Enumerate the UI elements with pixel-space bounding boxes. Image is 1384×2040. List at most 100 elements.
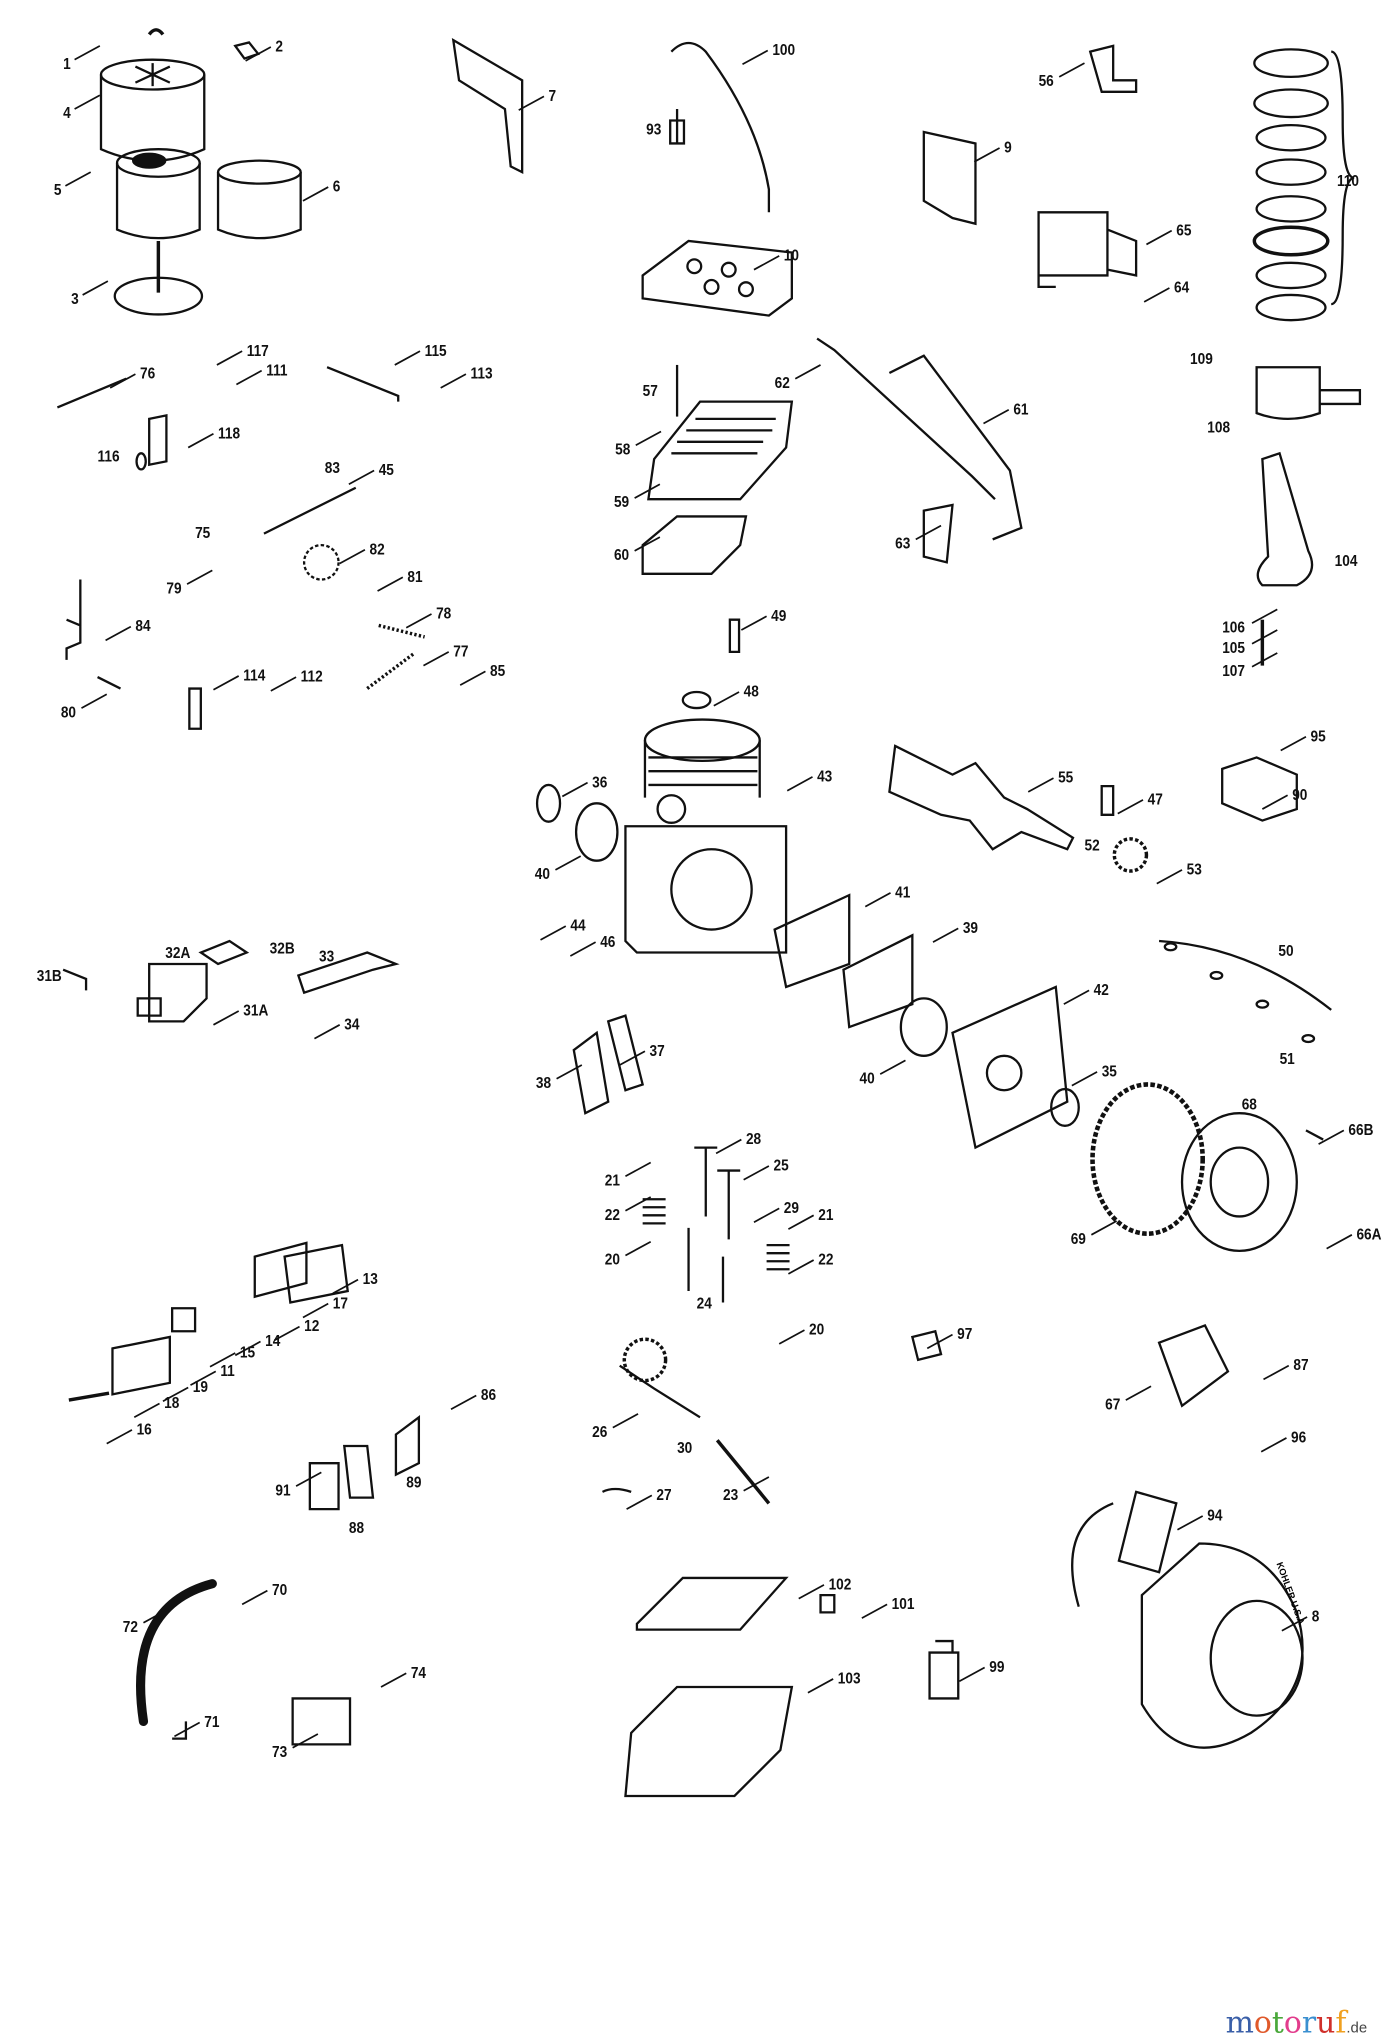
callout-101: 101	[891, 1594, 915, 1613]
governor-rod	[56, 377, 127, 409]
leader-line	[1027, 777, 1054, 793]
leader-line	[1318, 1129, 1345, 1145]
valve-intake	[717, 1169, 741, 1240]
leader-line	[1090, 1220, 1118, 1236]
callout-14: 14	[265, 1331, 281, 1350]
governor-shaft	[263, 486, 357, 535]
fitting-31b	[62, 968, 88, 991]
spark-plug-lead	[670, 41, 771, 213]
starter-motor	[1037, 211, 1138, 289]
callout-1: 1	[63, 53, 71, 73]
callout-25: 25	[773, 1155, 789, 1174]
oil-seal-36	[535, 783, 562, 823]
leader-line	[1326, 1234, 1353, 1250]
callout-110: 110	[1336, 170, 1359, 190]
drain-plug	[819, 1594, 836, 1614]
bracket-89	[394, 1414, 421, 1477]
leader-line	[973, 147, 1000, 163]
leader-line	[958, 1666, 986, 1682]
callout-91: 91	[275, 1480, 291, 1499]
oil-pan-gasket	[635, 1576, 789, 1631]
leader-line	[187, 433, 214, 449]
leader-line	[270, 676, 297, 692]
leader-line	[1251, 652, 1278, 668]
callout-39: 39	[962, 918, 979, 937]
callout-78: 78	[436, 603, 452, 622]
leader-line	[626, 1494, 653, 1510]
callout-116: 116	[97, 446, 120, 465]
pin-27	[601, 1487, 632, 1493]
coil-99	[928, 1639, 960, 1700]
callout-3: 3	[71, 289, 79, 308]
callout-74: 74	[410, 1662, 427, 1682]
leader-line	[932, 927, 959, 943]
leader-line	[786, 776, 813, 792]
callout-67: 67	[1105, 1394, 1121, 1413]
callout-32b: 32B	[269, 938, 295, 958]
closure-plate	[951, 985, 1069, 1150]
connecting-rod	[1256, 451, 1314, 587]
callout-99: 99	[989, 1657, 1005, 1676]
callout-36: 36	[592, 772, 608, 791]
leader-line	[1058, 62, 1085, 78]
callout-56: 56	[1038, 71, 1054, 90]
leader-line	[302, 1302, 329, 1319]
leader-line	[295, 1471, 322, 1487]
callout-15: 15	[239, 1342, 256, 1362]
callout-6: 6	[332, 176, 341, 196]
callout-20: 20	[809, 1319, 825, 1339]
stator-94	[1117, 1490, 1178, 1574]
leader-line	[778, 1329, 805, 1345]
callout-69: 69	[1070, 1229, 1086, 1248]
spring-80	[97, 676, 122, 690]
callout-47: 47	[1147, 789, 1163, 808]
bracket-7	[451, 37, 524, 174]
leader-line	[634, 483, 661, 499]
callout-77: 77	[453, 641, 469, 660]
callout-42: 42	[1093, 980, 1109, 999]
leader-line	[1117, 799, 1144, 815]
leader-line	[879, 1059, 906, 1075]
callout-10: 10	[783, 245, 800, 264]
leader-line	[556, 1064, 583, 1080]
leader-line	[314, 1024, 341, 1040]
leader-line	[213, 675, 240, 691]
leader-line	[339, 548, 366, 565]
leader-line	[241, 1589, 268, 1606]
callout-108: 108	[1207, 417, 1231, 437]
callout-29: 29	[783, 1198, 800, 1217]
callout-60: 60	[613, 545, 630, 564]
leader-line	[377, 576, 404, 592]
flywheel	[1180, 1112, 1298, 1253]
leader-line	[794, 364, 821, 380]
leader-line	[787, 1214, 815, 1230]
callout-16: 16	[136, 1419, 152, 1438]
cylinder-head	[647, 400, 794, 501]
callout-100: 100	[772, 40, 796, 59]
callout-18: 18	[164, 1393, 180, 1412]
callout-32a: 32A	[165, 943, 191, 962]
leader-line	[133, 1402, 160, 1419]
watermark-brand: motoruf	[1225, 2006, 1347, 2040]
stud-16	[68, 1391, 110, 1402]
leader-line	[302, 186, 329, 202]
callout-26: 26	[592, 1421, 608, 1441]
leader-line	[743, 1165, 770, 1181]
governor-gear	[302, 543, 340, 581]
leader-line	[742, 49, 769, 66]
callout-45: 45	[378, 460, 394, 479]
callout-117: 117	[246, 340, 269, 360]
leader-line	[807, 1678, 834, 1694]
callout-48: 48	[743, 681, 759, 701]
callout-31b: 31B	[36, 966, 62, 985]
cylinder-block	[624, 718, 788, 954]
leader-line	[394, 350, 421, 366]
leader-line	[450, 1394, 477, 1411]
callout-88: 88	[348, 1518, 365, 1537]
leader-line	[1281, 1616, 1308, 1632]
leader-line	[540, 925, 567, 941]
callout-71: 71	[204, 1712, 220, 1731]
callout-8: 8	[1311, 1606, 1320, 1626]
callout-53: 53	[1186, 859, 1202, 878]
